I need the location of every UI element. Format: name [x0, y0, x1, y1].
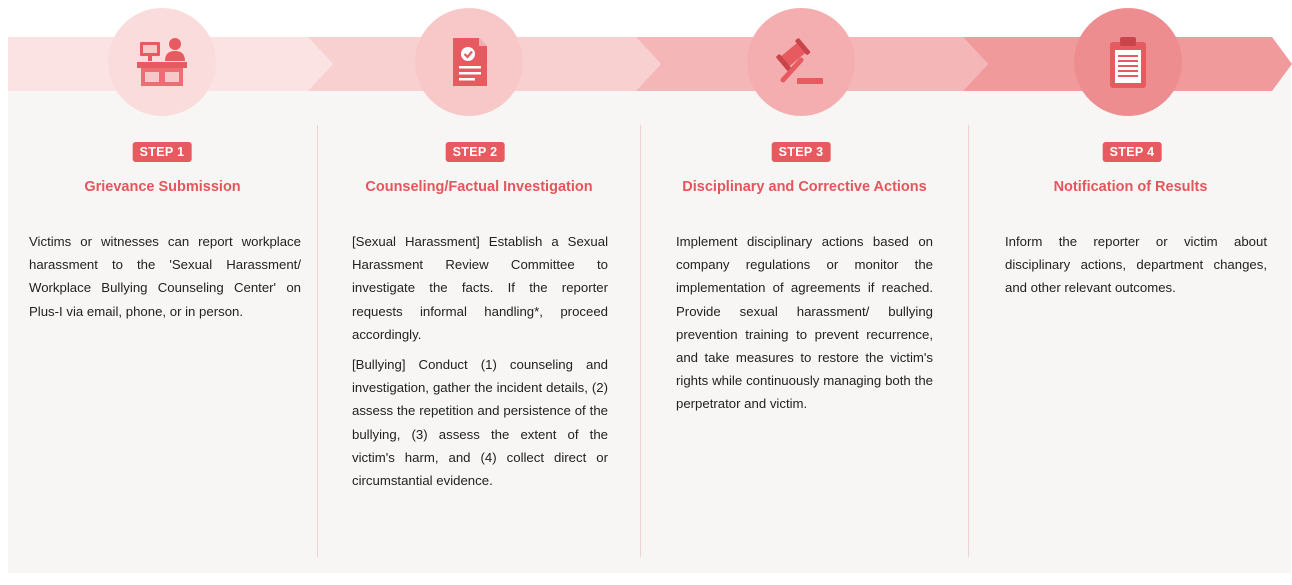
step-badge: STEP 1	[132, 142, 192, 162]
step-3-icon-circle	[747, 8, 855, 116]
step-2-icon-circle	[415, 8, 523, 116]
column-divider	[640, 125, 641, 557]
step-title: Disciplinary and Corrective Actions	[682, 179, 927, 195]
step-title: Notification of Results	[1053, 179, 1208, 195]
step-4-column: STEP 4 Notification of Results Inform th…	[969, 0, 1292, 585]
step-title: Grievance Submission	[84, 179, 241, 195]
step-1-column: STEP 1 Grievance Submission Victims or w…	[0, 0, 317, 585]
checked-document-icon	[453, 38, 487, 86]
clipboard-icon	[1110, 37, 1146, 88]
step-description: Victims or witnesses can report workplac…	[29, 230, 301, 330]
step-2-column: STEP 2 Counseling/Factual Investigation …	[318, 0, 640, 585]
step-title: Counseling/Factual Investigation	[365, 179, 593, 195]
step-paragraph: [Bullying] Conduct (1) counseling and in…	[352, 357, 608, 489]
step-4-icon-circle	[1074, 8, 1182, 116]
step-paragraph: Victims or witnesses can report workplac…	[29, 234, 301, 319]
step-paragraph: Inform the reporter or victim about disc…	[1005, 234, 1267, 296]
reception-desk-icon	[137, 38, 187, 86]
content-panel	[8, 64, 1291, 573]
column-divider	[968, 125, 969, 557]
step-description: [Sexual Harassment] Establish a Sexual H…	[352, 230, 608, 499]
step-description: Inform the reporter or victim about disc…	[1005, 230, 1267, 307]
step-paragraph: [Sexual Harassment] Establish a Sexual H…	[352, 234, 608, 342]
step-badge: STEP 2	[445, 142, 505, 162]
step-3-column: STEP 3 Disciplinary and Corrective Actio…	[641, 0, 968, 585]
step-badge: STEP 4	[1102, 142, 1162, 162]
step-description: Implement disciplinary actions based on …	[676, 230, 933, 423]
gavel-icon	[776, 38, 823, 84]
step-paragraph: Implement disciplinary actions based on …	[676, 234, 933, 412]
step-badge: STEP 3	[771, 142, 831, 162]
column-divider	[317, 125, 318, 557]
step-1-icon-circle	[108, 8, 216, 116]
